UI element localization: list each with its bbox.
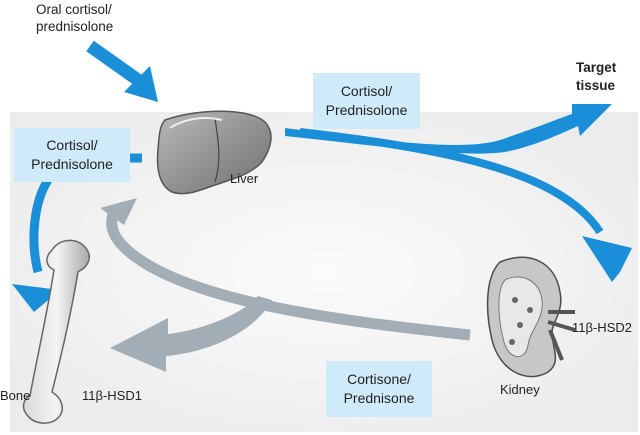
kidney-label: Kidney bbox=[500, 382, 540, 397]
box-left-line2: Prednisolone bbox=[31, 156, 113, 172]
box-bottom-line1: Cortisone/ bbox=[347, 371, 411, 387]
blue-arrowhead-liver bbox=[124, 66, 158, 102]
box-cortisol-top-right: Cortisol/ Prednisolone bbox=[313, 73, 420, 129]
kidney-illustration bbox=[486, 256, 576, 378]
gray-arrow-kidney-to-liver bbox=[106, 205, 471, 341]
target-label-line1: Target bbox=[576, 60, 617, 75]
box-bottom-line2: Prednisone bbox=[343, 390, 415, 406]
box-top-right-line2: Prednisolone bbox=[325, 102, 408, 118]
blue-arrow-oral-to-liver bbox=[86, 40, 142, 86]
gray-arrowhead-liver bbox=[100, 198, 137, 225]
box-left-line1: Cortisol/ bbox=[46, 137, 98, 153]
box-top-right-line1: Cortisol/ bbox=[340, 83, 393, 99]
oral-label-line1: Oral cortisol/ bbox=[36, 2, 112, 17]
liver-illustration bbox=[156, 110, 272, 195]
blue-arrow-box-to-bone bbox=[29, 153, 142, 274]
liver-label: Liver bbox=[230, 171, 259, 186]
box-cortisone-bottom: Cortisone/ Prednisone bbox=[326, 361, 432, 417]
hsd1-label: 11β-HSD1 bbox=[82, 388, 142, 403]
box-cortisol-left: Cortisol/ Prednisolone bbox=[14, 128, 130, 182]
bone-label: Bone bbox=[0, 388, 30, 403]
target-label-line2: tissue bbox=[576, 78, 616, 93]
oral-label-line2: prednisolone bbox=[36, 19, 113, 34]
gray-arrow-to-bone bbox=[110, 296, 272, 372]
hsd2-label: 11β-HSD2 bbox=[572, 320, 632, 335]
bone-illustration bbox=[22, 239, 90, 424]
blue-arrowhead-bone bbox=[12, 284, 60, 312]
blue-arrow-liver-to-kidney bbox=[299, 128, 604, 235]
blue-arrowhead-kidney bbox=[582, 236, 632, 282]
